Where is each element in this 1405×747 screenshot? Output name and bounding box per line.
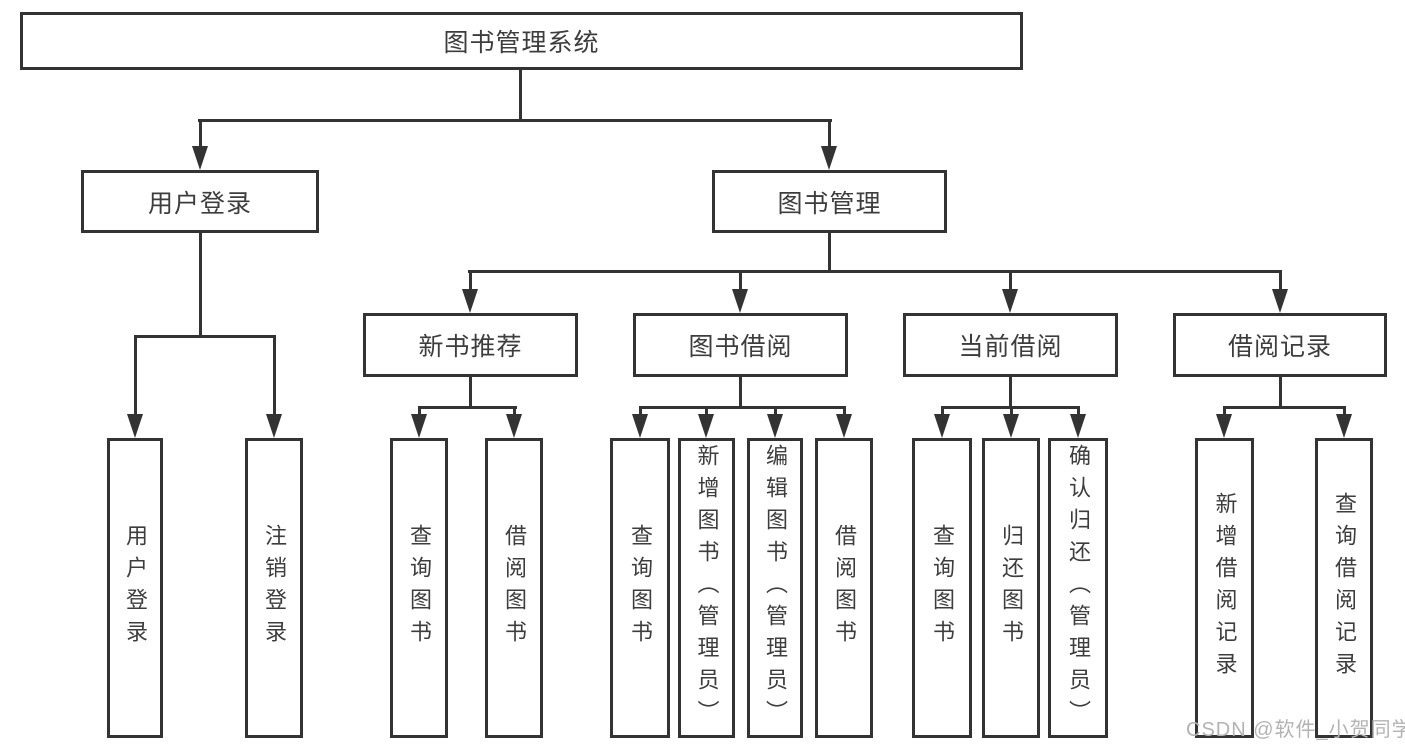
connector-line (739, 375, 742, 408)
connector-line (1223, 406, 1346, 409)
connector-line (134, 335, 137, 417)
connector-line (739, 270, 742, 292)
leaf-edit-books-admin: 编辑图书（管理员） (747, 438, 803, 738)
node-new-book-recommendation: 新书推荐 (363, 313, 578, 377)
connector-line (519, 69, 522, 122)
connector-line (828, 231, 831, 273)
leaf-label: 新增借阅记录 (1212, 492, 1238, 684)
connector-line (1010, 406, 1013, 420)
connector-line (469, 375, 472, 408)
node-user-login: 用户登录 (81, 170, 319, 233)
connector-line (828, 119, 831, 149)
node-borrowing-records: 借阅记录 (1173, 313, 1387, 377)
connector-line (134, 335, 276, 338)
node-label: 新书推荐 (418, 333, 523, 361)
leaf-label: 编辑图书（管理员） (763, 444, 788, 732)
leaf-add-borrow-record: 新增借阅记录 (1195, 438, 1254, 738)
connector-line (1009, 375, 1012, 408)
connector-line (469, 270, 472, 292)
node-library-management-system: 图书管理系统 (20, 12, 1023, 70)
connector-line (941, 406, 944, 420)
node-label: 用户登录 (147, 189, 252, 218)
connector-line (1343, 406, 1346, 420)
arrowhead-icon (462, 289, 478, 313)
node-label: 当前借阅 (958, 333, 1063, 361)
leaf-label: 查询图书 (407, 524, 432, 652)
node-book-borrowing: 图书借阅 (633, 313, 848, 377)
arrowhead-icon (836, 414, 852, 438)
arrowhead-icon (1272, 289, 1288, 313)
node-label: 借阅记录 (1227, 333, 1332, 361)
node-current-borrowing: 当前借阅 (903, 313, 1118, 377)
connector-line (1009, 270, 1012, 292)
csdn-watermark: CSDN @软件_小贺同学 (1186, 719, 1405, 741)
leaf-add-books-admin: 新增图书（管理员） (678, 438, 735, 738)
arrowhead-icon (1070, 414, 1086, 438)
connector-line (513, 406, 516, 420)
arrowhead-icon (698, 414, 714, 438)
connector-line (468, 270, 1282, 273)
leaf-logout: 注销登录 (245, 438, 303, 738)
leaf-query-borrow-record: 查询借阅记录 (1315, 438, 1373, 738)
leaf-label: 借阅图书 (832, 524, 857, 652)
leaf-query-books-recommend: 查询图书 (390, 438, 448, 738)
arrowhead-icon (127, 414, 143, 438)
connector-line (774, 406, 777, 420)
leaf-query-books: 查询图书 (610, 438, 670, 738)
arrowhead-icon (411, 414, 427, 438)
arrowhead-icon (1216, 414, 1232, 438)
arrowhead-icon (821, 146, 837, 170)
arrowhead-icon (506, 414, 522, 438)
connector-line (1077, 406, 1080, 420)
leaf-label: 归还图书 (999, 524, 1024, 652)
connector-line (199, 119, 202, 149)
leaf-borrow-books: 借阅图书 (815, 438, 873, 738)
leaf-label: 借阅图书 (502, 524, 527, 652)
leaf-label: 查询借阅记录 (1332, 492, 1357, 684)
leaf-label: 注销登录 (262, 524, 287, 652)
connector-line (639, 406, 642, 420)
connector-line (199, 231, 202, 337)
arrowhead-icon (1002, 289, 1018, 313)
connector-line (418, 406, 517, 409)
leaf-confirm-return-admin: 确认归还（管理员） (1048, 438, 1108, 738)
connector-line (843, 406, 846, 420)
connector-line (705, 406, 708, 420)
connector-line (639, 406, 846, 409)
arrowhead-icon (1003, 414, 1019, 438)
arrowhead-icon (1336, 414, 1352, 438)
arrowhead-icon (632, 414, 648, 438)
leaf-label: 查询图书 (930, 524, 955, 652)
leaf-borrow-books-recommend: 借阅图书 (485, 438, 543, 738)
connector-line (418, 406, 421, 420)
arrowhead-icon (934, 414, 950, 438)
arrowhead-icon (732, 289, 748, 313)
node-label: 图书管理系统 (443, 29, 600, 57)
node-label: 图书借阅 (688, 333, 793, 361)
leaf-query-books-current: 查询图书 (912, 438, 972, 738)
leaf-label: 新增图书（管理员） (694, 444, 720, 732)
node-book-management: 图书管理 (712, 170, 947, 233)
arrowhead-icon (266, 414, 282, 438)
connector-line (198, 119, 832, 122)
node-label: 图书管理 (777, 189, 882, 218)
arrowhead-icon (192, 146, 208, 170)
leaf-label: 确认归还（管理员） (1066, 444, 1091, 732)
connector-line (273, 335, 276, 417)
leaf-label: 用户登录 (123, 524, 148, 652)
leaf-return-books: 归还图书 (982, 438, 1040, 738)
connector-line (1223, 406, 1226, 420)
arrowhead-icon (767, 414, 783, 438)
connector-line (1279, 270, 1282, 292)
leaf-label: 查询图书 (628, 524, 653, 652)
connector-line (1279, 375, 1282, 408)
leaf-user-login: 用户登录 (107, 438, 163, 738)
